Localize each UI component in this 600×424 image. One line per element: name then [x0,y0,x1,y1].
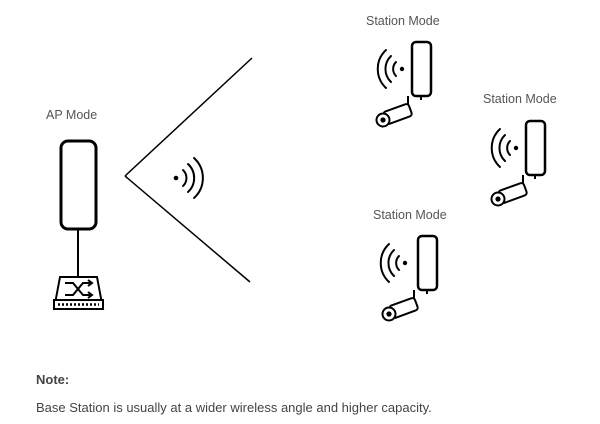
cctv-camera-icon [375,95,414,128]
station-mode-label-3: Station Mode [373,208,447,222]
station-antenna-icon [524,119,547,179]
ap-mode-label: AP Mode [46,108,98,122]
station-antenna-icon [410,40,433,100]
cctv-camera-icon [381,289,420,322]
ap-antenna-icon [59,139,98,231]
wifi-signal-icon [376,49,406,89]
cctv-camera-icon [490,174,529,207]
wifi-signal-icon [379,243,409,283]
note-title: Note: [36,372,70,387]
station-mode-label-2: Station Mode [483,92,557,106]
note-body: Base Station is usually at a wider wirel… [36,400,432,415]
station-antenna-icon [416,234,439,294]
coverage-angle [124,57,253,283]
wifi-signal-icon [490,128,520,168]
network-switch-icon [52,276,105,310]
wifi-signal-icon [173,157,204,199]
station-mode-label-1: Station Mode [366,14,440,28]
